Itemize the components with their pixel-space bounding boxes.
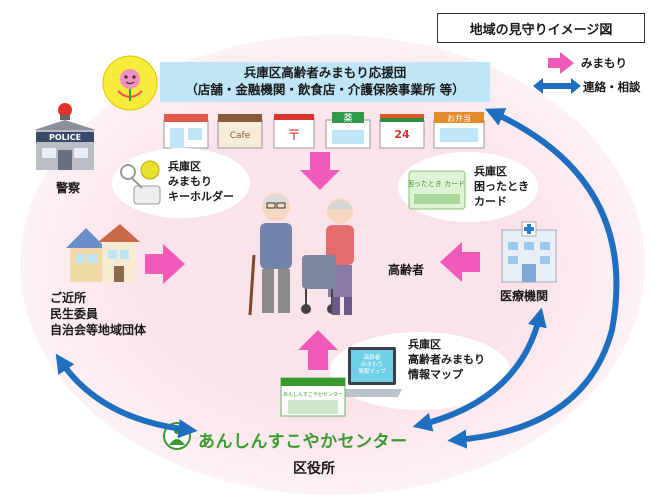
post-sign: 〒: [287, 128, 301, 144]
contact-arrow-outer-loop: [447, 108, 620, 449]
elderly-label: 高齢者: [388, 263, 425, 277]
convenience-sign: 24: [394, 128, 410, 141]
keyholder-label: 兵庫区 みまもり キーホルダー: [168, 159, 234, 204]
watch-arrow-right-icon: [145, 244, 185, 284]
laptop-screen-line3: 情報マップ: [358, 367, 386, 375]
post-office-icon: 〒: [273, 114, 315, 149]
help-card-print: 困ったとき カード: [408, 180, 465, 188]
legend-pink-arrow-icon: [548, 52, 574, 74]
neighbors-label-line2: 民生委員: [50, 307, 99, 321]
keyholder-bubble: [112, 148, 250, 218]
convenience-store-icon: 24: [379, 114, 425, 149]
contact-arrow-left-loop: [55, 353, 198, 439]
elderly-couple-icon: [248, 193, 354, 316]
legend-blue-arrow-icon: [533, 78, 581, 94]
police-sign: POLICE: [49, 133, 81, 142]
watch-arrow-up-icon: [298, 330, 338, 370]
keyholder-icon: [120, 160, 161, 205]
medical-label: 医療機関: [500, 289, 549, 303]
laptop-screen-line1: 高齢者: [364, 353, 381, 361]
watch-arrow-down-icon: [300, 152, 340, 190]
contact-arrow-right-loop: [412, 307, 547, 432]
hospital-icon: [501, 221, 557, 283]
center-name: あんしんすこやかセンター: [198, 432, 408, 452]
support-group-members: （店舗・金融機関・飲食店・介護保険事業所 等）: [185, 82, 465, 97]
houses-icon: [66, 224, 140, 282]
laptop-screen-line2: みまもり: [361, 361, 383, 368]
support-group-name: 兵庫区高齢者みまもり応援団: [243, 65, 407, 80]
pharmacy-sign: 薬: [343, 112, 352, 124]
laptop-icon: 高齢者 みまもり 情報マップ: [342, 347, 402, 397]
mascot-badge-icon: [102, 55, 158, 111]
page-title: 地域の見守りイメージ図: [437, 13, 645, 43]
neighbors-label-line3: 自治会等地域団体: [50, 323, 147, 337]
legend-watch-label: みまもり: [581, 56, 627, 70]
keyholder-label-line2: みまもり: [168, 175, 212, 188]
support-group-banner: 兵庫区高齢者みまもり応援団 （店舗・金融機関・飲食店・介護保険事業所 等）: [160, 62, 490, 102]
police-station-icon: POLICE: [34, 103, 96, 170]
center-building-icon: あんしんすこやかセンター: [280, 377, 346, 417]
neighbors-label: ご近所 民生委員 自治会等地域団体: [50, 290, 146, 338]
keyholder-label-line3: キーホルダー: [168, 190, 234, 203]
ward-office-label: 区役所: [293, 461, 335, 477]
legend-contact-label: 連絡・相談: [583, 80, 641, 94]
center-building-sign: あんしんすこやかセンター: [283, 391, 343, 398]
shop-icon: [163, 114, 209, 149]
cafe-sign: Cafe: [230, 131, 251, 141]
cafe-icon: Cafe: [217, 114, 263, 149]
police-label: 警察: [56, 181, 81, 195]
neighbors-label-line1: ご近所: [50, 291, 87, 305]
keyholder-label-line1: 兵庫区: [168, 160, 201, 173]
pharmacy-icon: 薬: [325, 112, 371, 149]
